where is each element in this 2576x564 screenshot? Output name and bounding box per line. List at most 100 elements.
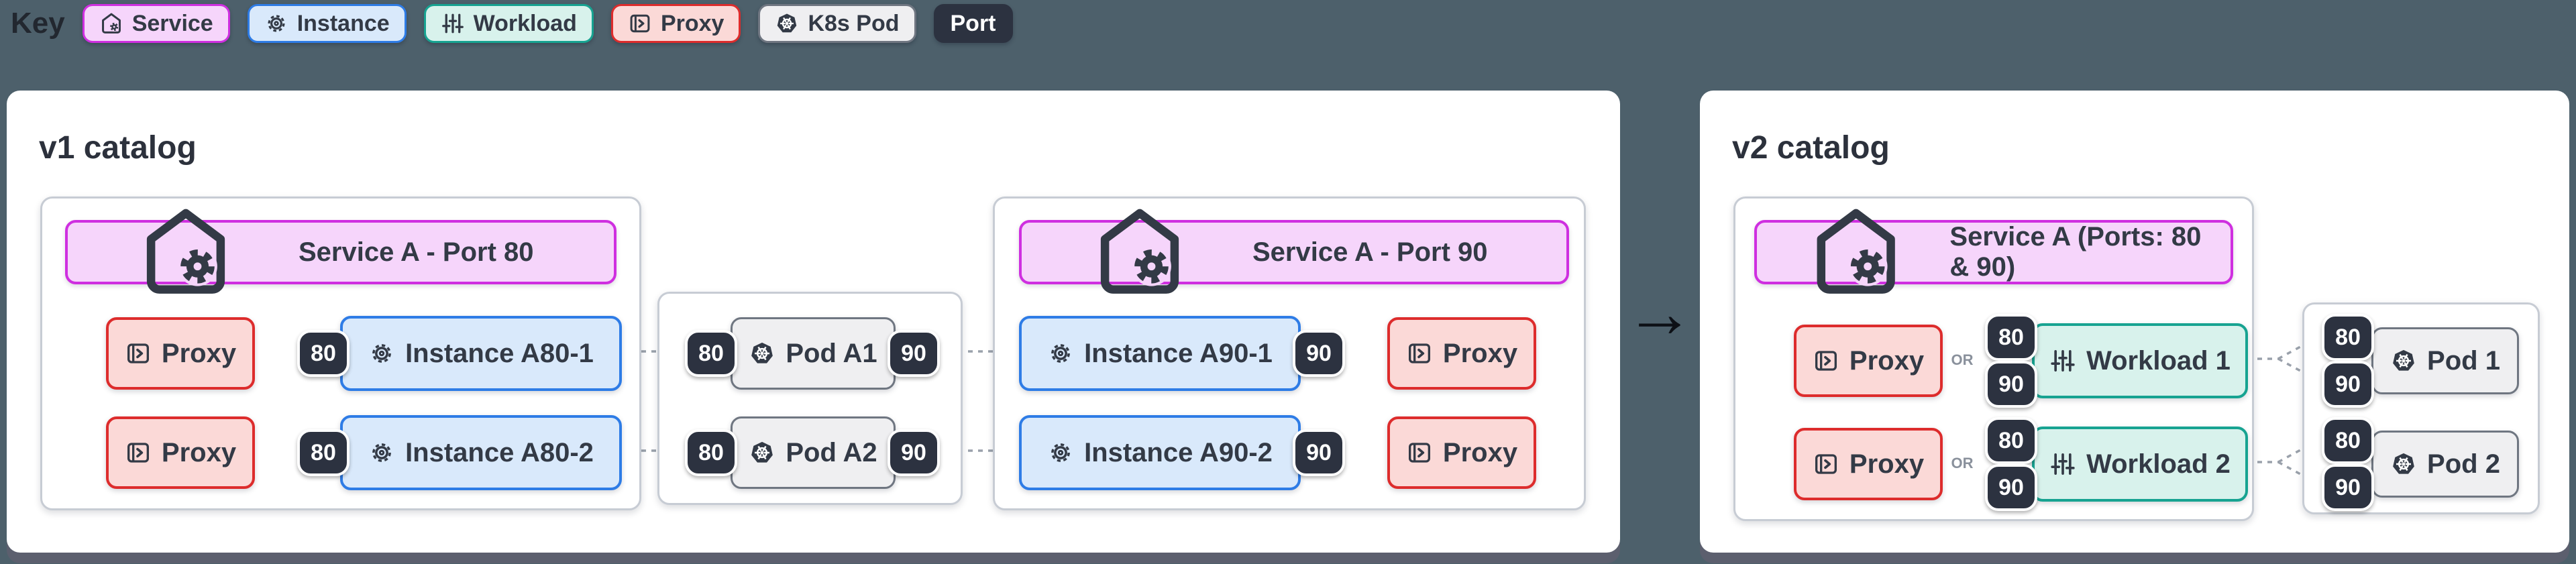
proxy-node: Proxy [1794,428,1943,500]
legend-workload: Workload [423,4,594,43]
pod-node: Pod A2 [731,416,896,489]
legend-instance: Instance [247,4,407,43]
port-chip: 90 [888,330,940,377]
v2-catalog-card: v2 catalog Service A (Ports: 80 & 90) Pr… [1700,91,2569,553]
proxy-icon [125,340,152,367]
legend-proxy: Proxy [610,4,741,43]
proxy-icon [1406,439,1433,466]
legend-k8s-pod-label: K8s Pod [808,10,900,36]
proxy-label: Proxy [161,437,237,467]
pod-node: Pod 2 [2371,431,2519,498]
legend-port-label: Port [950,10,996,36]
workload-node: Workload 2 [2032,427,2248,502]
kubernetes-icon [749,340,775,367]
kubernetes-icon [775,11,799,36]
legend-proxy-label: Proxy [660,10,724,36]
proxy-icon [125,439,152,466]
pod-label: Pod 1 [2427,345,2500,376]
key-label: Key [11,7,65,40]
proxy-node: Proxy [1794,325,1943,397]
service-banner-label: Service A - Port 80 [299,237,534,267]
instance-label: Instance A80-1 [405,338,594,368]
or-label: OR [1951,351,1974,368]
gear-icon [264,11,288,36]
instance-label: Instance A90-2 [1084,437,1273,467]
pods-group: 80 Pod A1 90 80 Pod A2 90 [657,292,963,505]
instance-node: Instance A90-2 [1019,415,1301,490]
port-chip: 80 [2322,417,2374,464]
sliders-icon [441,11,465,36]
legend-k8s-pod: K8s Pod [758,4,916,43]
proxy-label: Proxy [1442,338,1518,368]
service-icon [85,202,286,302]
proxy-node: Proxy [1387,416,1536,489]
proxy-label: Proxy [161,338,237,368]
port-chip: 90 [2322,361,2374,408]
service-icon [1039,202,1240,302]
service-banner-label: Service A (Ports: 80 & 90) [1949,222,2202,282]
service-ports-80-90-group: Service A (Ports: 80 & 90) Proxy OR 80 9… [1733,196,2254,521]
v1-catalog-card: v1 catalog Service A - Port 80 Proxy 80 … [7,91,1620,553]
service-icon [99,11,123,36]
proxy-label: Proxy [1442,437,1518,467]
pod-node: Pod 1 [2371,327,2519,394]
port-chip: 90 [888,429,940,476]
port-chip: 90 [1293,429,1345,476]
port-chip: 90 [1293,330,1345,377]
port-chip: 80 [685,429,737,476]
proxy-node: Proxy [106,416,255,489]
port-chip: 80 [1985,417,2037,464]
v1-title: v1 catalog [39,130,197,166]
service-port-80-group: Service A - Port 80 Proxy 80 Instance A8… [40,196,641,510]
proxy-icon [1813,451,1839,477]
pod-label: Pod A2 [786,437,877,467]
instance-label: Instance A90-1 [1084,338,1273,368]
legend-instance-label: Instance [297,10,390,36]
instance-node: Instance A80-2 [340,415,622,490]
or-label: OR [1951,455,1974,471]
service-a-port-90-banner: Service A - Port 90 [1019,220,1569,284]
instance-node: Instance A80-1 [340,316,622,391]
service-banner-label: Service A - Port 90 [1252,237,1488,267]
legend-service-label: Service [131,10,213,36]
port-chip: 90 [2322,464,2374,511]
legend-workload-label: Workload [473,10,577,36]
pods-group: 80 90 Pod 1 80 90 Pod 2 [2302,302,2540,514]
port-chip: 80 [685,330,737,377]
instance-node: Instance A90-1 [1019,316,1301,391]
service-port-90-group: Service A - Port 90 Instance A90-1 90 Pr… [993,196,1586,510]
proxy-label: Proxy [1849,449,1925,479]
proxy-label: Proxy [1849,345,1925,376]
gear-icon [1047,439,1074,466]
pod-node: Pod A1 [731,317,896,390]
pod-label: Pod A1 [786,338,877,368]
proxy-icon [1406,340,1433,367]
gear-icon [368,439,395,466]
port-chip: 90 [1985,464,2037,511]
v1-to-v2-arrow: → [1625,274,1695,352]
port-chip: 90 [1985,361,2037,408]
sliders-icon [2049,451,2076,477]
kubernetes-icon [749,439,775,466]
workload-label: Workload 2 [2086,449,2231,479]
gear-icon [1047,340,1074,367]
gear-icon [368,340,395,367]
pod-label: Pod 2 [2427,449,2500,479]
proxy-node: Proxy [1387,317,1536,390]
key-legend: Key Service Instance Workload Proxy K8s … [11,4,1013,43]
proxy-icon [628,11,652,36]
proxy-node: Proxy [106,317,255,390]
workload-node: Workload 1 [2032,323,2248,398]
kubernetes-icon [2390,451,2417,477]
port-chip: 80 [2322,314,2374,361]
legend-port: Port [933,4,1013,43]
instance-label: Instance A80-2 [405,437,594,467]
legend-service: Service [82,4,230,43]
kubernetes-icon [2390,347,2417,374]
port-chip: 80 [297,429,350,476]
service-a-port-80-banner: Service A - Port 80 [65,220,616,284]
v2-title: v2 catalog [1732,130,1890,166]
service-a-ports-banner: Service A (Ports: 80 & 90) [1754,220,2233,284]
workload-label: Workload 1 [2086,345,2231,376]
proxy-icon [1813,347,1839,374]
